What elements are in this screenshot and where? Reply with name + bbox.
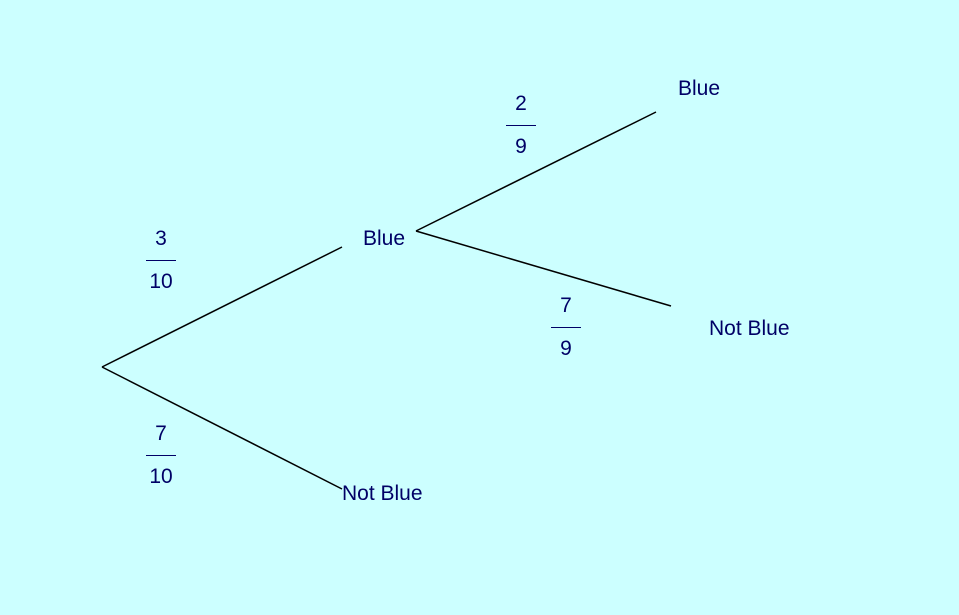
probability-first-lower: 7 10	[141, 422, 181, 489]
probability-second-upper: 2 9	[501, 92, 541, 159]
fraction-bar	[506, 125, 536, 126]
numerator: 3	[155, 227, 167, 250]
fraction-bar	[146, 260, 176, 261]
fraction-bar	[551, 327, 581, 328]
probability-first-upper: 3 10	[141, 227, 181, 294]
outcome-first-upper-label: Blue	[363, 227, 406, 250]
denominator: 10	[149, 465, 173, 488]
denominator: 9	[515, 135, 527, 158]
branch-first-lower	[101, 366, 343, 490]
fraction-bar	[146, 455, 176, 456]
branch-second-upper	[415, 111, 657, 232]
numerator: 7	[560, 294, 572, 317]
outcome-second-lower-label: Not Blue	[709, 317, 790, 340]
outcome-second-upper-label: Blue	[678, 77, 721, 100]
branch-second-lower	[415, 230, 672, 307]
probability-second-lower: 7 9	[546, 294, 586, 361]
numerator: 2	[515, 92, 527, 115]
branch-first-upper	[101, 246, 343, 368]
denominator: 10	[149, 270, 173, 293]
outcome-first-lower-label: Not Blue	[342, 482, 423, 505]
denominator: 9	[560, 337, 572, 360]
numerator: 7	[155, 422, 167, 445]
